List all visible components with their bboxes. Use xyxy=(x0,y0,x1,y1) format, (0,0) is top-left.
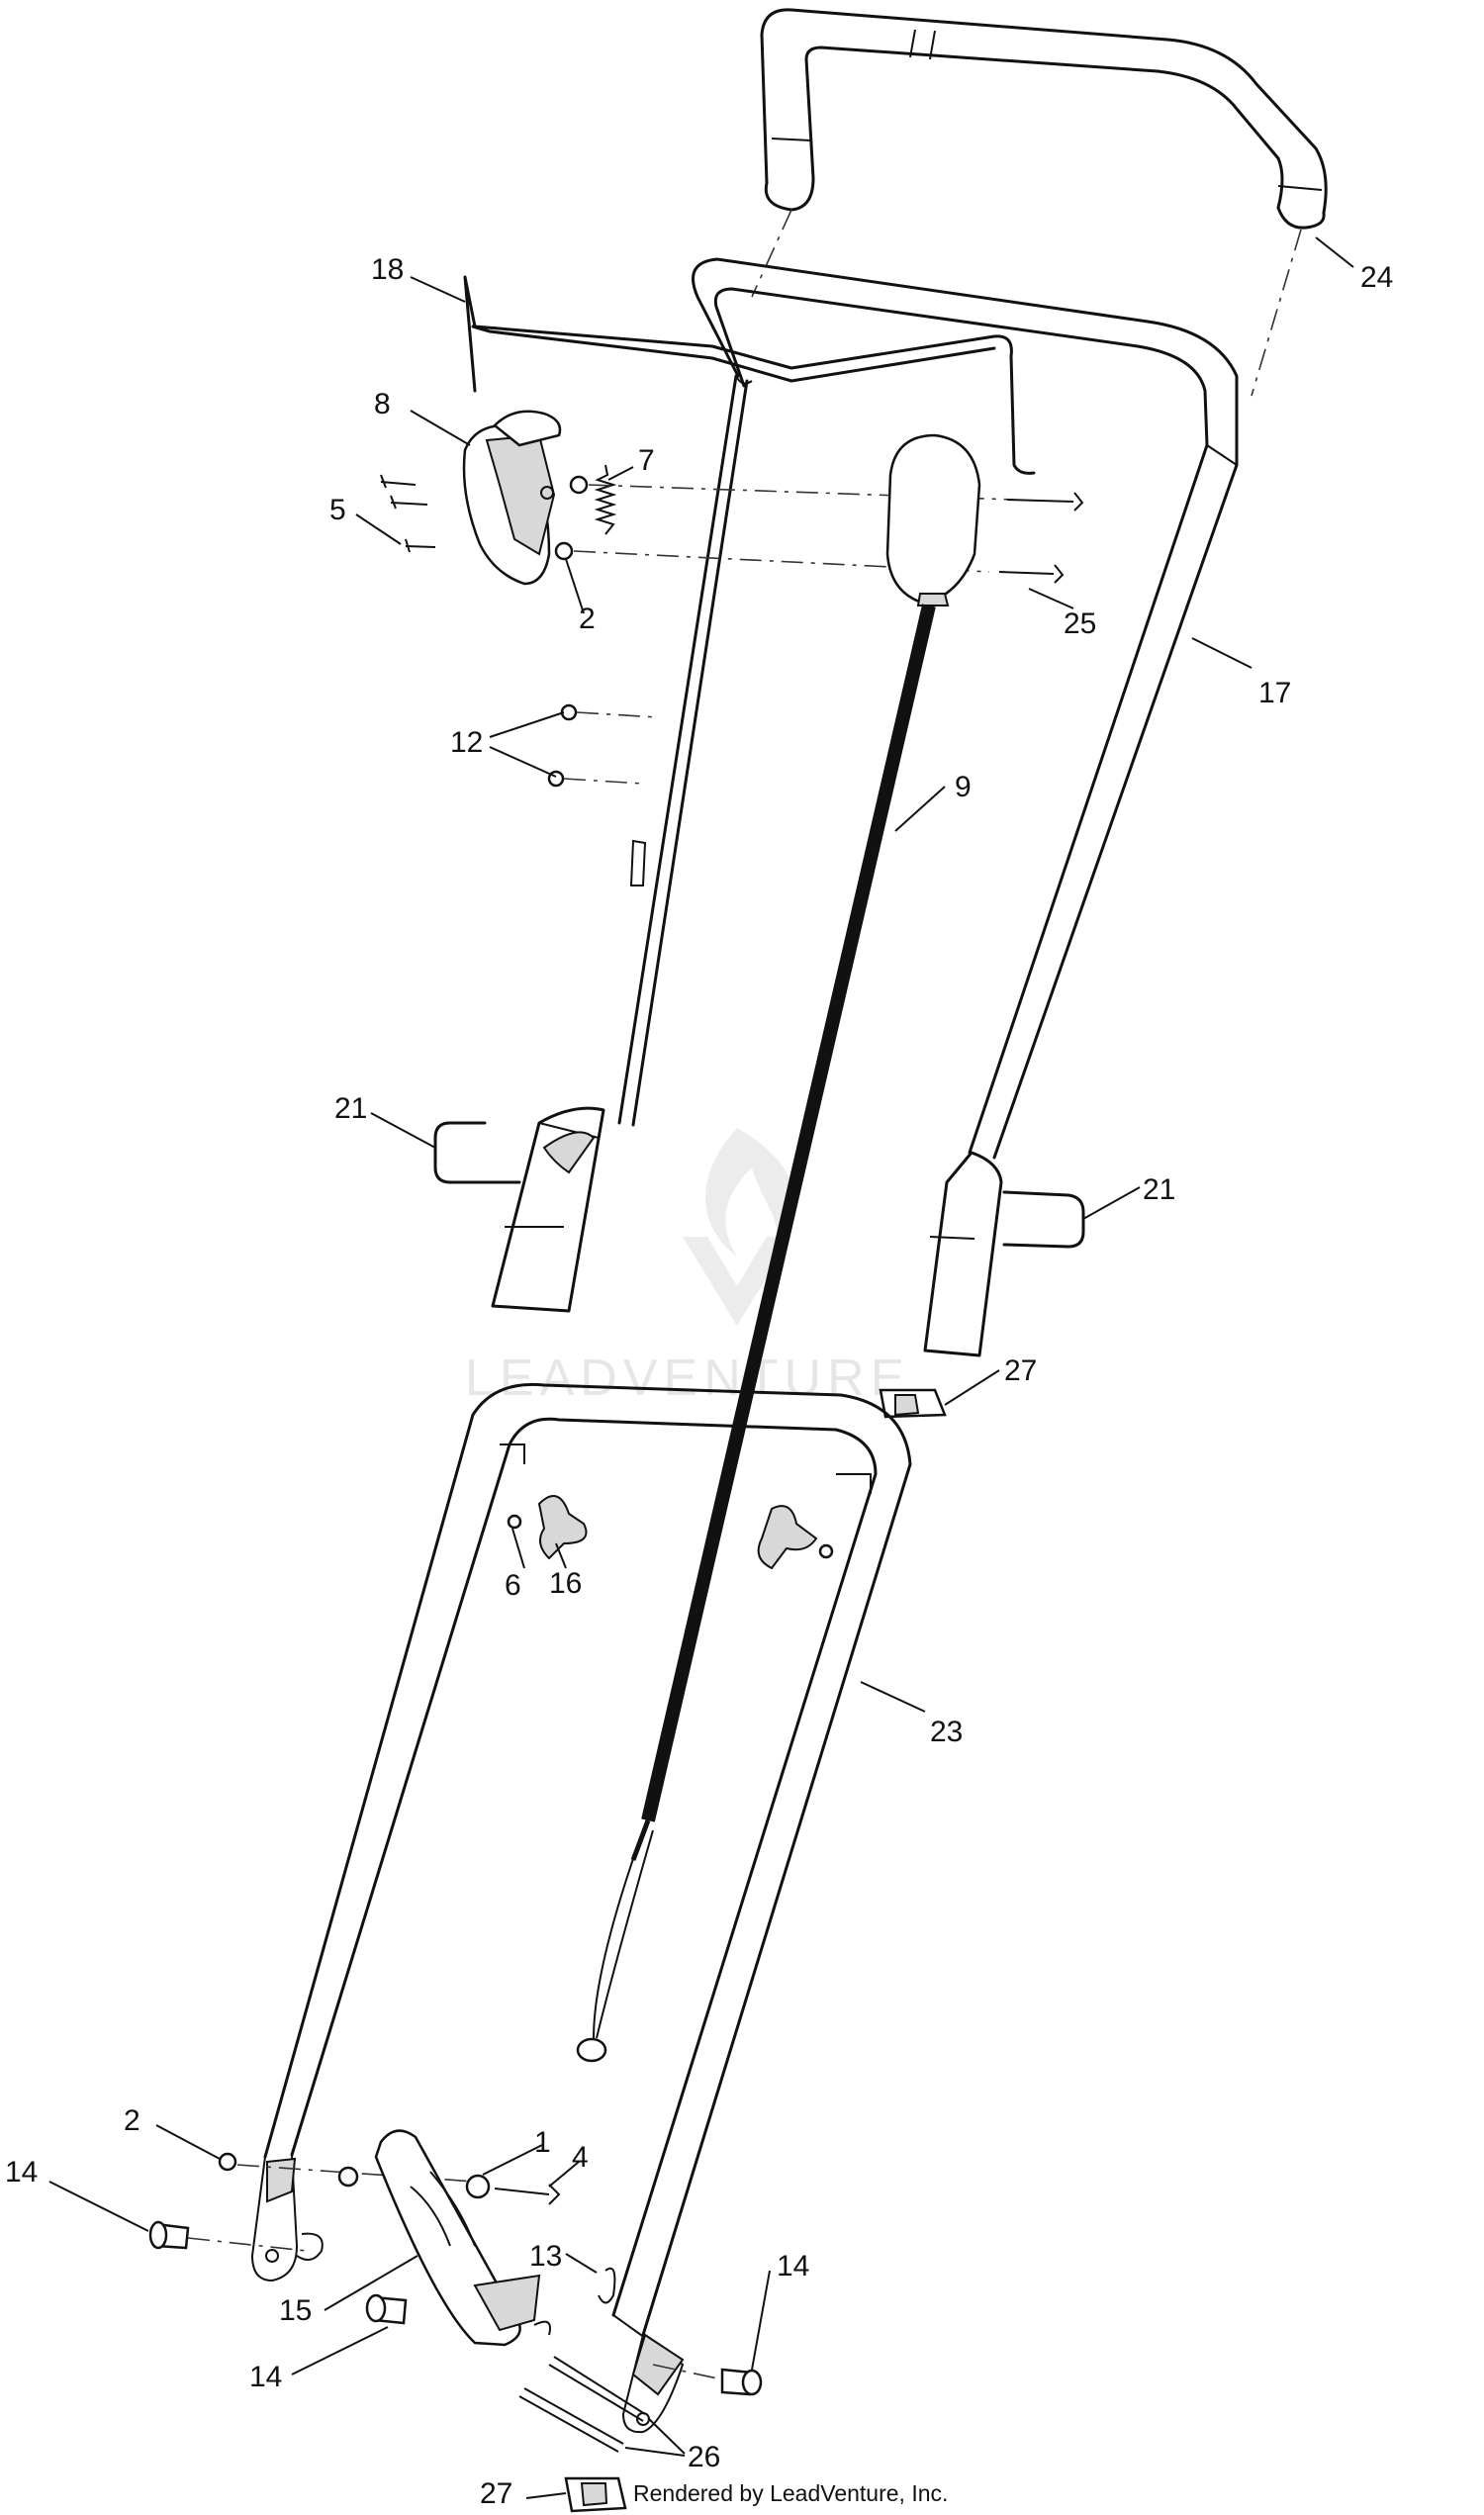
height-adjust-lever xyxy=(374,2129,541,2347)
screws-5 xyxy=(380,474,436,553)
callout-17: 17 xyxy=(1258,677,1291,709)
callout-14-right: 14 xyxy=(777,2250,809,2282)
lower-handle-frame xyxy=(250,1382,912,2434)
callout-12: 12 xyxy=(450,726,483,759)
axis-upper-bolt-1 xyxy=(588,484,1015,501)
callout-13: 13 xyxy=(529,2240,562,2273)
axis-screw-12b xyxy=(563,778,644,785)
spring-7 xyxy=(594,464,617,535)
callout-8: 8 xyxy=(374,388,391,420)
upper-right-lower-sleeve xyxy=(923,1151,1003,1357)
u-bolt-left xyxy=(433,1121,521,1184)
axis-grip-right xyxy=(1251,229,1302,397)
u-bolt-right xyxy=(1002,1190,1085,1249)
callout-14-center: 14 xyxy=(249,2361,282,2393)
cable-bracket xyxy=(885,433,981,606)
callout-16: 16 xyxy=(549,1567,582,1600)
callout-27-upper: 27 xyxy=(1004,1354,1037,1387)
washer-6-left xyxy=(507,1514,522,1530)
bolt-4 xyxy=(494,2184,561,2205)
watermark-flame-icon xyxy=(705,1128,796,1257)
washer-1-left xyxy=(337,2166,359,2188)
callout-24: 24 xyxy=(1360,261,1393,294)
watermark-v-icon xyxy=(683,1237,791,1326)
engine-control-housing xyxy=(462,410,562,586)
washer-1-right xyxy=(465,2174,491,2199)
callout-15: 15 xyxy=(279,2294,312,2327)
callout-7: 7 xyxy=(638,444,655,477)
control-cable xyxy=(576,604,936,2063)
watermark: LEADVENTURE xyxy=(465,1128,910,1407)
credit-text: Rendered by LeadVenture, Inc. xyxy=(633,2480,948,2506)
callout-numbers: 18 8 7 5 2 24 25 17 12 9 21 21 27 6 16 2… xyxy=(5,253,1393,2510)
axis-screw-12a xyxy=(576,711,659,718)
upper-handle-frame xyxy=(617,257,1239,1160)
callout-23: 23 xyxy=(930,1716,963,1748)
callout-5: 5 xyxy=(329,494,346,526)
callout-26: 26 xyxy=(688,2441,720,2473)
knob-16-right xyxy=(757,1505,818,1570)
pin-14-right xyxy=(720,2368,763,2396)
hairpin-13-left xyxy=(296,2232,324,2261)
callout-1: 1 xyxy=(534,2126,551,2159)
callout-18: 18 xyxy=(371,253,404,286)
callout-9: 9 xyxy=(955,771,972,803)
axis-pin-left xyxy=(187,2237,308,2252)
upper-left-lower-sleeve xyxy=(491,1106,605,1313)
leader-lines xyxy=(48,236,1354,2499)
carriage-bolts-25 xyxy=(998,492,1084,584)
axis-pin-right xyxy=(652,2364,723,2380)
callout-6: 6 xyxy=(505,1569,521,1602)
pins-26 xyxy=(518,2320,646,2453)
cable-clip xyxy=(629,839,647,886)
callout-21-left: 21 xyxy=(334,1092,367,1125)
nuts-upper xyxy=(554,475,589,561)
callout-27-lower: 27 xyxy=(480,2477,512,2510)
callout-14-left: 14 xyxy=(5,2156,38,2189)
axis-grip-left xyxy=(751,209,792,298)
nut-2-lower xyxy=(218,2152,237,2172)
callout-2-lower: 2 xyxy=(124,2104,140,2137)
pin-14-left xyxy=(148,2220,190,2250)
knob-16-left xyxy=(537,1495,588,1560)
hairpin-13-right xyxy=(598,2267,616,2304)
callout-4: 4 xyxy=(572,2141,589,2174)
control-bail xyxy=(463,275,1036,475)
callout-25: 25 xyxy=(1064,607,1096,640)
clip-27-lower xyxy=(564,2476,627,2513)
callout-21-right: 21 xyxy=(1143,1173,1175,1206)
washer-6-right xyxy=(818,1543,834,1559)
clip-27-upper xyxy=(879,1388,947,1419)
pin-14-center xyxy=(365,2293,408,2325)
screws-12 xyxy=(547,703,578,788)
callout-2: 2 xyxy=(579,603,596,635)
watermark-text: LEADVENTURE xyxy=(465,1350,910,1407)
upper-grip-handle xyxy=(760,8,1328,230)
